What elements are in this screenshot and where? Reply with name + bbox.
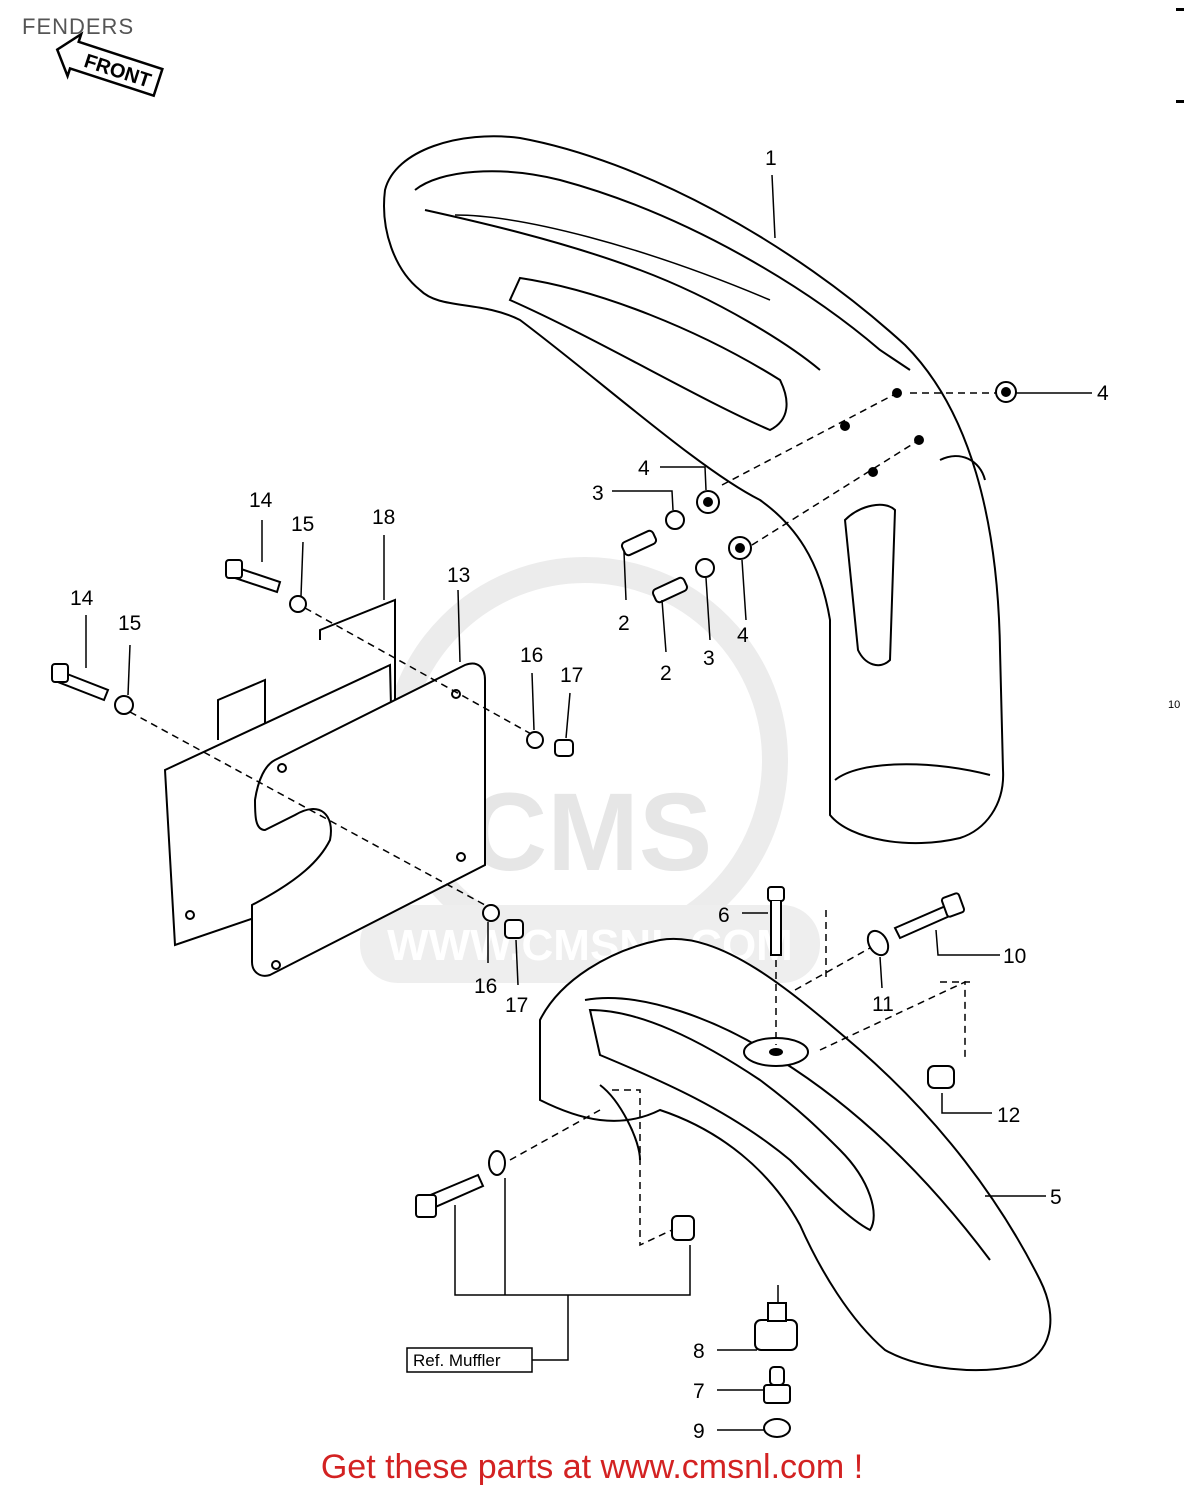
ref-muffler-box: Ref. Muffler [406, 1347, 533, 1373]
callout-14: 14 [249, 489, 273, 512]
cta-link[interactable]: Get these parts at www.cmsnl.com ! [320, 1448, 864, 1486]
callout-16: 16 [520, 644, 543, 667]
callout-4: 4 [1097, 382, 1109, 405]
callout-17: 17 [560, 664, 583, 687]
dashed-alignment-lines [129, 392, 996, 1247]
page-title: FENDERS [22, 14, 135, 39]
callout-12: 12 [997, 1104, 1020, 1127]
callout-18: 18 [372, 506, 395, 529]
callout-17: 17 [505, 994, 528, 1017]
callout-16: 16 [474, 975, 497, 998]
callout-9: 9 [693, 1420, 705, 1443]
callout-7: 7 [693, 1380, 705, 1403]
license-plate [185, 662, 486, 977]
callout-14: 14 [70, 587, 94, 610]
callout-4: 4 [737, 624, 749, 647]
callout-3: 3 [592, 482, 604, 505]
leader-lines [85, 174, 1092, 1431]
ref-muffler-label: Ref. Muffler [413, 1351, 501, 1370]
callout-4: 4 [638, 457, 650, 480]
callout-15: 15 [291, 513, 314, 536]
callout-6: 6 [718, 904, 730, 927]
callout-11: 11 [872, 993, 894, 1016]
rear-fender [539, 937, 1052, 1371]
callout-8: 8 [693, 1340, 705, 1363]
hardware [51, 381, 1017, 1438]
callout-13: 13 [447, 564, 470, 587]
callout-15: 15 [118, 612, 141, 635]
callout-2: 2 [660, 662, 672, 685]
callout-10: 10 [1003, 945, 1026, 968]
callout-1: 1 [765, 147, 777, 170]
front-arrow-icon: FRONT [55, 31, 164, 98]
edge-mark: 10 [1168, 699, 1180, 711]
watermark-logo: CMS [468, 771, 712, 894]
callout-labels: 1 4 4 3 2 2 3 4 14 15 18 13 14 15 16 17 … [70, 147, 1109, 1443]
front-fender [383, 135, 1005, 845]
callout-2: 2 [618, 612, 630, 635]
callout-5: 5 [1050, 1186, 1062, 1209]
callout-3: 3 [703, 647, 715, 670]
cta-footer[interactable]: Get these parts at www.cmsnl.com ! [0, 1448, 1184, 1487]
edge-marks: 10 [1168, 8, 1184, 711]
